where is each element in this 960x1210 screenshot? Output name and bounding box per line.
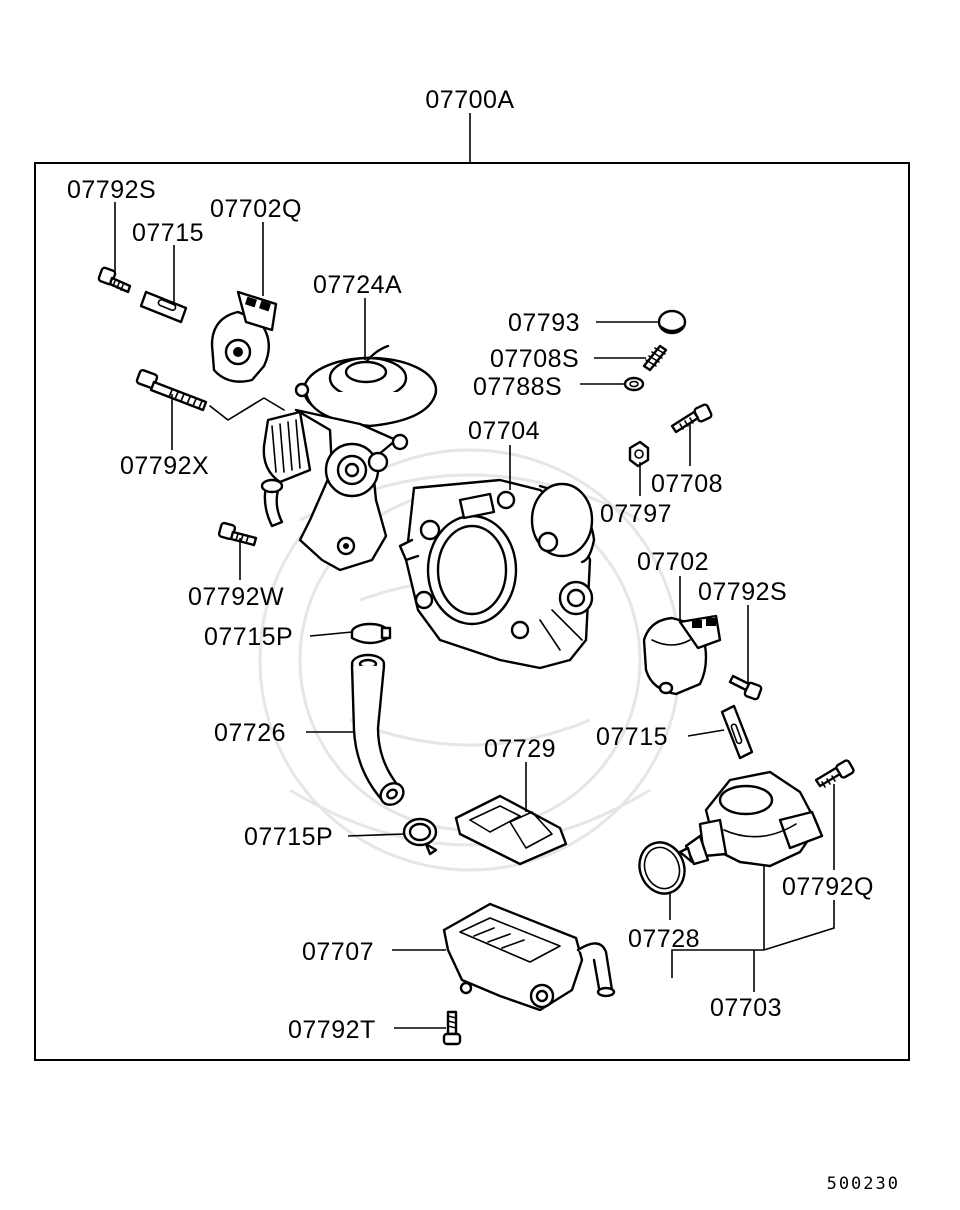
throttle-body-07704[interactable] [398, 478, 596, 670]
label-07707[interactable]: 07707 [302, 938, 374, 966]
motor-07703[interactable] [678, 770, 824, 868]
clip-07715P-lower[interactable] [402, 817, 438, 856]
label-07703[interactable]: 07703 [710, 994, 782, 1022]
hose-07726[interactable] [350, 653, 408, 809]
label-07702Q[interactable]: 07702Q [210, 195, 302, 223]
label-07702[interactable]: 07702 [637, 548, 709, 576]
label-07728[interactable]: 07728 [628, 925, 700, 953]
sensor-07702[interactable] [642, 614, 722, 696]
screw-07792S-right[interactable] [728, 674, 763, 701]
label-07797[interactable]: 07797 [600, 500, 672, 528]
leader-lines [114, 202, 835, 1029]
label-07792S-right[interactable]: 07792S [698, 578, 787, 606]
assembly-label[interactable]: 07700A [425, 86, 514, 114]
label-07715-right[interactable]: 07715 [596, 723, 668, 751]
label-07792W[interactable]: 07792W [188, 583, 284, 611]
label-07708S[interactable]: 07708S [490, 345, 579, 373]
plate-07715-top-left[interactable] [139, 290, 188, 324]
label-07724A[interactable]: 07724A [313, 271, 402, 299]
spring-07708S[interactable] [642, 344, 668, 372]
nut-07797[interactable] [628, 440, 650, 468]
screw-07792S-top-left[interactable] [97, 266, 132, 294]
washer-07788S[interactable] [623, 376, 645, 392]
body-07707[interactable] [442, 902, 616, 1012]
label-07704[interactable]: 07704 [468, 417, 540, 445]
sensor-07702Q[interactable] [210, 290, 278, 383]
label-07792S-top-left[interactable]: 07792S [67, 176, 156, 204]
label-07708[interactable]: 07708 [651, 470, 723, 498]
label-07792T[interactable]: 07792T [288, 1016, 376, 1044]
clip-07715P-upper[interactable] [350, 622, 392, 645]
label-07715P-upper[interactable]: 07715P [204, 623, 293, 651]
bolt-07792X[interactable] [135, 368, 285, 421]
reference-number: 500230 [827, 1174, 900, 1194]
screw-07708[interactable] [670, 403, 713, 434]
label-07726[interactable]: 07726 [214, 719, 286, 747]
label-07793[interactable]: 07793 [508, 309, 580, 337]
label-07792X[interactable]: 07792X [120, 452, 209, 480]
label-07715-top-left[interactable]: 07715 [132, 219, 204, 247]
bolt-07792W[interactable] [217, 521, 258, 547]
label-07788S[interactable]: 07788S [473, 373, 562, 401]
plate-07715-right[interactable] [720, 704, 754, 760]
throttle-body-07724A[interactable] [260, 344, 438, 572]
cap-07793[interactable] [657, 309, 687, 335]
screw-07792Q[interactable] [814, 759, 855, 788]
screw-07792T[interactable] [442, 1010, 462, 1046]
assembly-frame [34, 162, 910, 1061]
label-07729[interactable]: 07729 [484, 735, 556, 763]
label-07715P-lower[interactable]: 07715P [244, 823, 333, 851]
o-ring-07728[interactable] [632, 836, 691, 900]
label-07792Q[interactable]: 07792Q [782, 873, 874, 901]
gasket-07729[interactable] [454, 794, 568, 866]
